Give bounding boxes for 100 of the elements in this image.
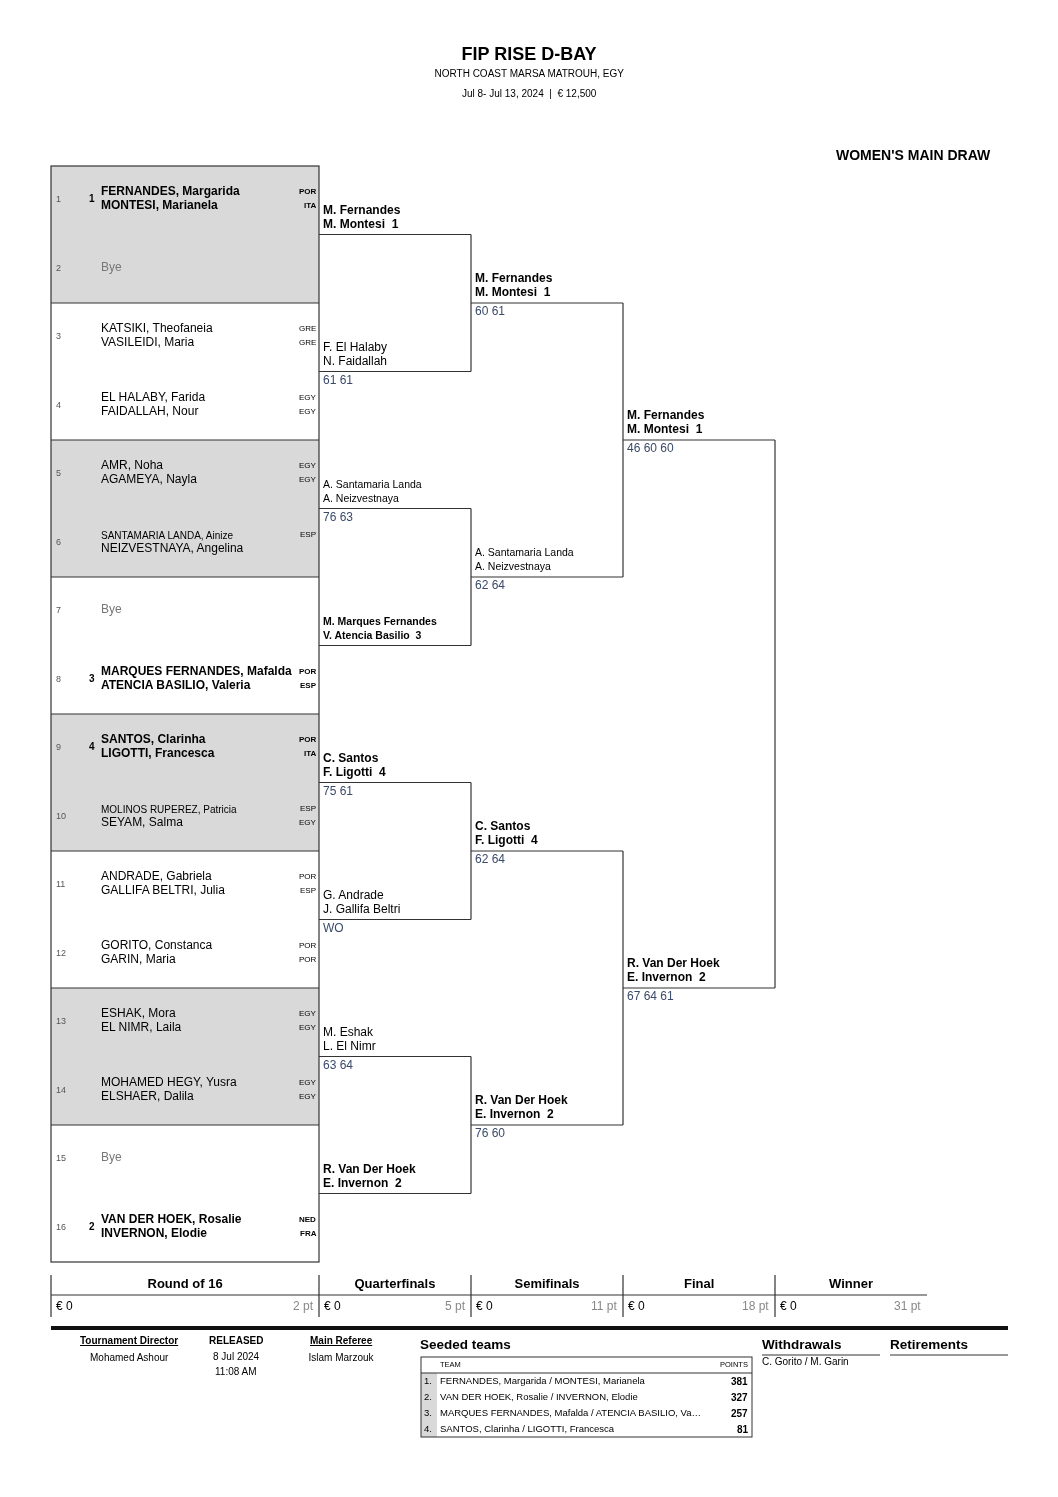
seed-number: 3 xyxy=(89,672,95,684)
winner-name: F. Ligotti 4 xyxy=(323,765,386,780)
winner-name: G. Andrade xyxy=(323,888,384,903)
winner-name: M. Fernandes xyxy=(627,409,705,423)
player-name: AGAMEYA, Nayla xyxy=(101,473,197,487)
venue-text: NORTH COAST MARSA MATROUH, EGY xyxy=(434,68,624,80)
winner-name: E. Invernon 2 xyxy=(475,1108,554,1122)
event-title: FIP RISE D-BAY xyxy=(461,44,597,65)
player-name: LIGOTTI, Francesca xyxy=(101,747,215,761)
country-code: ESP xyxy=(300,803,316,813)
winner-name: A. Neizvestnaya xyxy=(475,560,551,573)
winner-name: A. Neizvestnaya xyxy=(323,491,399,504)
country-code: POR xyxy=(299,666,317,676)
winner-name: R. Van Der Hoek xyxy=(323,1162,416,1177)
winner-name: M. Montesi 1 xyxy=(475,286,551,300)
official-heading: RELEASED xyxy=(209,1335,264,1347)
team-points: 381 xyxy=(731,1376,748,1388)
seed-rank: 4. xyxy=(424,1424,432,1435)
match-score: 62 64 xyxy=(475,579,506,593)
winner-name: A. Santamaria Landa xyxy=(475,546,574,559)
draw-position-number: 3 xyxy=(56,331,61,342)
bye-text: Bye xyxy=(101,260,122,275)
draw-position-number: 5 xyxy=(56,468,61,479)
round-header: Semifinals xyxy=(514,1277,580,1292)
winner-name: M. Fernandes xyxy=(323,203,401,218)
seed-number: 1 xyxy=(89,193,95,205)
country-code: ITA xyxy=(304,201,317,211)
team-points: 257 xyxy=(731,1408,748,1420)
team-names: MARQUES FERNANDES, Mafalda / ATENCIA BASILIO, Va… xyxy=(440,1408,701,1419)
player-name: FAIDALLAH, Nour xyxy=(101,404,199,419)
country-code: FRA xyxy=(300,1228,317,1238)
draw-position-number: 1 xyxy=(56,194,61,205)
draw-position-number: 16 xyxy=(56,1221,66,1232)
player-name: GORITO, Constanca xyxy=(101,938,213,953)
bye-text: Bye xyxy=(101,1151,122,1165)
prize-money: € 0 xyxy=(780,1300,797,1314)
winner-name: R. Van Der Hoek xyxy=(475,1094,568,1108)
round-header: Winner xyxy=(829,1277,873,1292)
draw-position-number: 9 xyxy=(56,742,61,753)
country-code: EGY xyxy=(299,1023,316,1033)
draw-title: WOMEN'S MAIN DRAW xyxy=(836,147,991,164)
release-date: 8 Jul 2024 xyxy=(213,1351,260,1363)
player-name: GALLIFA BELTRI, Julia xyxy=(101,884,225,898)
country-code: ESP xyxy=(300,529,316,539)
player-name: VASILEIDI, Maria xyxy=(101,336,195,350)
winner-name: A. Santamaria Landa xyxy=(323,477,422,490)
country-code: ITA xyxy=(304,749,317,759)
ranking-points: 31 pt xyxy=(894,1300,921,1314)
match-score: 76 63 xyxy=(323,510,354,525)
country-code: POR xyxy=(299,940,317,950)
team-names: SANTOS, Clarinha / LIGOTTI, Francesca xyxy=(440,1424,615,1435)
player-name: EL NIMR, Laila xyxy=(101,1021,182,1035)
winner-name: J. Gallifa Beltri xyxy=(323,902,401,917)
seed-number: 4 xyxy=(89,741,95,753)
winner-name: M. Eshak xyxy=(323,1025,373,1040)
draw-position-number: 15 xyxy=(56,1153,66,1164)
match-score: 60 61 xyxy=(475,305,506,319)
player-name: FERNANDES, Margarida xyxy=(101,185,240,199)
match-score: 46 60 60 xyxy=(627,442,674,456)
seed-rank: 1. xyxy=(424,1376,432,1387)
official-heading: Main Referee xyxy=(310,1335,373,1347)
player-name: MOHAMED HEGY, Yusra xyxy=(101,1075,237,1090)
draw-position-number: 8 xyxy=(56,673,61,684)
player-name: INVERNON, Elodie xyxy=(101,1226,207,1241)
player-name: GARIN, Maria xyxy=(101,952,176,967)
team-points: 81 xyxy=(737,1424,749,1436)
seed-number: 2 xyxy=(89,1220,95,1232)
draw-position-number: 7 xyxy=(56,605,61,616)
country-code: ESP xyxy=(300,680,316,690)
country-code: EGY xyxy=(299,475,316,485)
country-code: POR xyxy=(299,735,317,745)
draw-position-number: 12 xyxy=(56,947,66,958)
prize-money: € 0 xyxy=(628,1300,645,1314)
draw-position-number: 4 xyxy=(56,399,61,410)
draw-position-number: 11 xyxy=(56,879,66,890)
winner-name: C. Santos xyxy=(323,751,379,766)
match-score: 61 61 xyxy=(323,373,354,388)
country-code: ESP xyxy=(300,886,316,896)
match-score: 67 64 61 xyxy=(627,990,674,1004)
draw-position-number: 2 xyxy=(56,262,61,273)
prize-money: € 0 xyxy=(324,1300,341,1314)
section-heading: Retirements xyxy=(890,1337,969,1353)
country-code: EGY xyxy=(299,817,316,827)
section-heading: Seeded teams xyxy=(420,1337,511,1353)
match-score: 63 64 xyxy=(323,1058,354,1073)
match-score: 76 60 xyxy=(475,1127,506,1141)
match-score: WO xyxy=(323,921,344,936)
country-code: GRE xyxy=(299,338,317,348)
country-code: GRE xyxy=(299,324,317,334)
team-points: 327 xyxy=(731,1392,748,1404)
winner-name: M. Montesi 1 xyxy=(323,217,399,232)
country-code: EGY xyxy=(299,392,316,402)
winner-name: E. Invernon 2 xyxy=(323,1176,402,1191)
player-name: SEYAM, Salma xyxy=(101,815,183,830)
player-name: KATSIKI, Theofaneia xyxy=(101,322,213,336)
player-name: ESHAK, Mora xyxy=(101,1007,176,1021)
ranking-points: 5 pt xyxy=(445,1300,465,1314)
withdrawal-text: C. Gorito / M. Garin xyxy=(762,1356,849,1368)
winner-name: M. Marques Fernandes xyxy=(323,614,437,627)
player-name: EL HALABY, Farida xyxy=(101,390,206,405)
